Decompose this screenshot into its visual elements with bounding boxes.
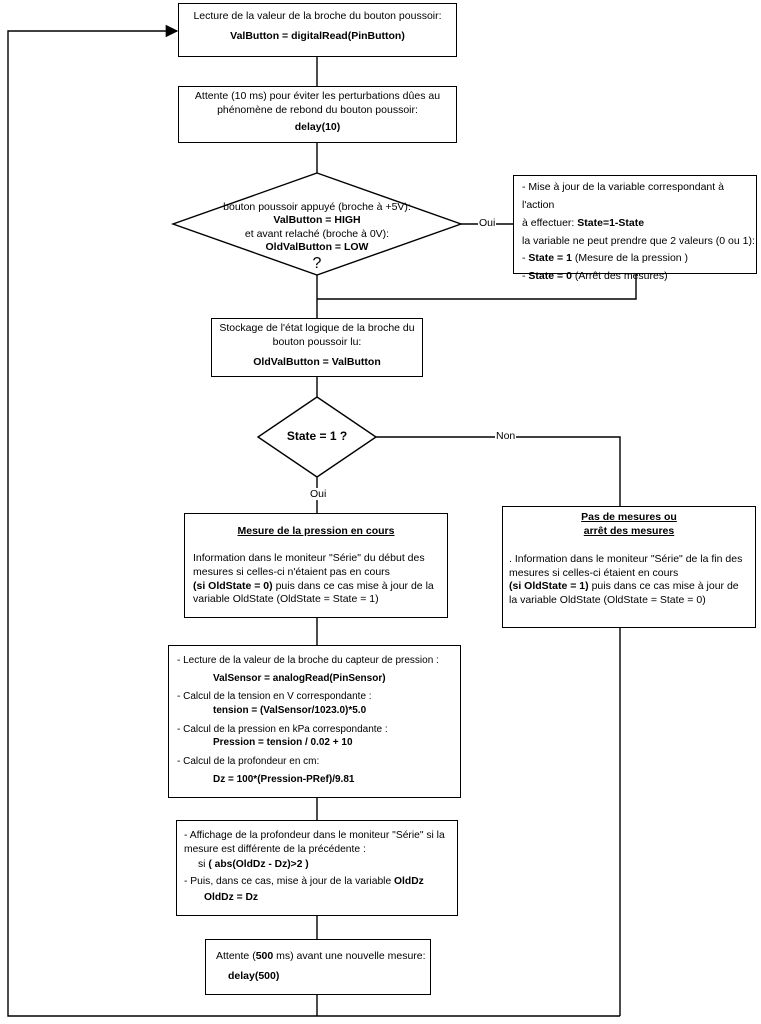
measure-line3-code: (si OldState = 0) (193, 579, 273, 592)
connector-state-update-return (317, 274, 637, 300)
sensor-step1-code: ValSensor = analogRead(PinSensor) (213, 673, 386, 685)
measure-line2: mesures si celles-ci n'étaient pas en co… (193, 565, 390, 578)
nomeasure-line2: mesures si celles-ci étaient en cours (509, 566, 679, 579)
wait10-code: delay(10) (294, 120, 341, 133)
box-wait-10ms: Attente (10 ms) pour éviter les perturba… (178, 86, 457, 143)
connector-non-to-nomeasure (376, 436, 621, 506)
nomeasure-line3-code: (si OldState = 1) (509, 580, 589, 593)
display-line2: mesure est différente de la précédente : (184, 843, 366, 855)
state-update-item2-dash: - (522, 270, 529, 283)
read-button-code: ValButton = digitalRead(PinButton) (230, 29, 405, 42)
state-update-line2-text: à effectuer: (522, 216, 578, 229)
diamond-button-line1: bouton poussoir appuyé (broche à +5V): (223, 201, 411, 213)
wait500-number: 500 (255, 950, 274, 962)
wait500-text-pre: Attente ( (216, 950, 256, 962)
state-update-item2: - State = 0 (Arrêt des mesures) (522, 268, 756, 286)
display-line4-text: - Puis, dans ce cas, mise à jour de la v… (184, 875, 395, 887)
measure-title: Mesure de la pression en cours (237, 525, 395, 537)
sensor-step4-text: - Calcul de la profondeur en cm: (177, 756, 320, 768)
measure-line1: Information dans le moniteur "Série" du … (193, 551, 425, 564)
diamond-button-code2: OldValButton = LOW (265, 241, 369, 254)
decision-diamond-button (170, 172, 464, 276)
label-oui-button: Oui (478, 217, 497, 229)
connector-loop-back (7, 24, 620, 1017)
box-wait-500ms: Attente (500 ms) avant une nouvelle mesu… (205, 939, 431, 995)
diamond-button-line2: et avant relaché (broche à 0V): (244, 227, 390, 240)
wait10-text-2: phénomène de rebond du bouton poussoir: (217, 103, 418, 116)
box-state-update: - Mise à jour de la variable corresponda… (513, 175, 757, 282)
state-update-line2: à effectuer: State=1-State (522, 215, 756, 233)
decision-diamond-state (256, 396, 378, 478)
sensor-step2-text: - Calcul de la tension en V correspondan… (177, 691, 372, 703)
display-line3: si ( abs(OldDz - Dz)>2 ) (184, 858, 457, 872)
wait500-text-post: ms) avant une nouvelle mesure: (273, 950, 426, 962)
state-update-line2-code: State=1-State (577, 216, 645, 229)
measure-line3-text: puis dans ce cas mise à jour de la (272, 579, 434, 592)
wait500-text: Attente (500 ms) avant une nouvelle mesu… (216, 950, 430, 964)
box-read-button: Lecture de la valeur de la broche du bou… (178, 3, 457, 57)
state-update-item1: - State = 1 (Mesure de la pression ) (522, 250, 756, 268)
nomeasure-line4: la variable OldState (OldState = State =… (509, 594, 706, 607)
store-text-2: bouton poussoir lu: (272, 335, 362, 348)
state-update-line1: - Mise à jour de la variable corresponda… (522, 181, 724, 211)
state-update-item2-text: (Arrêt des mesures) (571, 270, 668, 283)
state-update-item1-code: State = 1 (528, 252, 572, 265)
nomeasure-line3: (si OldState = 1) puis dans ce cas mise … (509, 580, 755, 594)
sensor-step2-code: tension = (ValSensor/1023.0)*5.0 (213, 704, 367, 716)
diamond-state-text: State = 1 ? (286, 429, 348, 443)
sensor-step1-text: - Lecture de la valeur de la broche du c… (177, 655, 439, 666)
box-measure-in-progress: Mesure de la pression en cours Informati… (184, 513, 448, 618)
measure-line4: variable OldState (OldState = State = 1) (193, 593, 379, 606)
wait10-text-1: Attente (10 ms) pour éviter les perturba… (194, 90, 441, 102)
display-line4-code: OldDz (394, 875, 424, 887)
nomeasure-title-2: arrêt des mesures (583, 524, 675, 537)
sensor-step3-code: Pression = tension / 0.02 + 10 (213, 736, 353, 748)
nomeasure-line3-text: puis dans ce cas mise à jour de (588, 580, 739, 593)
state-update-line3: la variable ne peut prendre que 2 valeur… (522, 234, 755, 247)
diamond-button-code1: ValButton = HIGH (273, 214, 361, 227)
box-sensor-calculation: - Lecture de la valeur de la broche du c… (168, 645, 461, 798)
nomeasure-line1: . Information dans le moniteur "Série" d… (509, 552, 743, 565)
state-update-item1-dash: - (522, 252, 529, 265)
measure-line3: (si OldState = 0) puis dans ce cas mise … (193, 580, 447, 594)
diamond-button-question: ? (312, 254, 322, 272)
state-update-item1-text: (Mesure de la pression ) (571, 252, 689, 265)
box-store-button-state: Stockage de l'état logique de la broche … (211, 318, 423, 377)
display-line3-text: si (198, 859, 209, 871)
display-line1: - Affichage de la profondeur dans le mon… (184, 830, 445, 841)
display-code: OldDz = Dz (204, 892, 259, 904)
box-display-depth: - Affichage de la profondeur dans le mon… (176, 820, 458, 916)
state-update-item2-code: State = 0 (528, 270, 572, 283)
store-text-1: Stockage de l'état logique de la broche … (219, 322, 415, 334)
wait500-code: delay(500) (228, 969, 280, 982)
label-non: Non (495, 430, 517, 442)
display-line4: - Puis, dans ce cas, mise à jour de la v… (184, 875, 457, 889)
diamond-button-text: bouton poussoir appuyé (broche à +5V): V… (200, 201, 434, 273)
read-button-text: Lecture de la valeur de la broche du bou… (193, 10, 442, 22)
label-oui-state: Oui (309, 488, 328, 500)
nomeasure-title-1: Pas de mesures ou (581, 511, 677, 523)
store-code: OldValButton = ValButton (253, 355, 381, 368)
box-no-measurement: Pas de mesures ou arrêt des mesures . In… (502, 506, 756, 628)
display-line3-code: ( abs(OldDz - Dz)>2 ) (208, 859, 309, 871)
sensor-step3-text: - Calcul de la pression en kPa correspon… (177, 723, 388, 735)
sensor-step4-code: Dz = 100*(Pression-PRef)/9.81 (213, 774, 355, 786)
